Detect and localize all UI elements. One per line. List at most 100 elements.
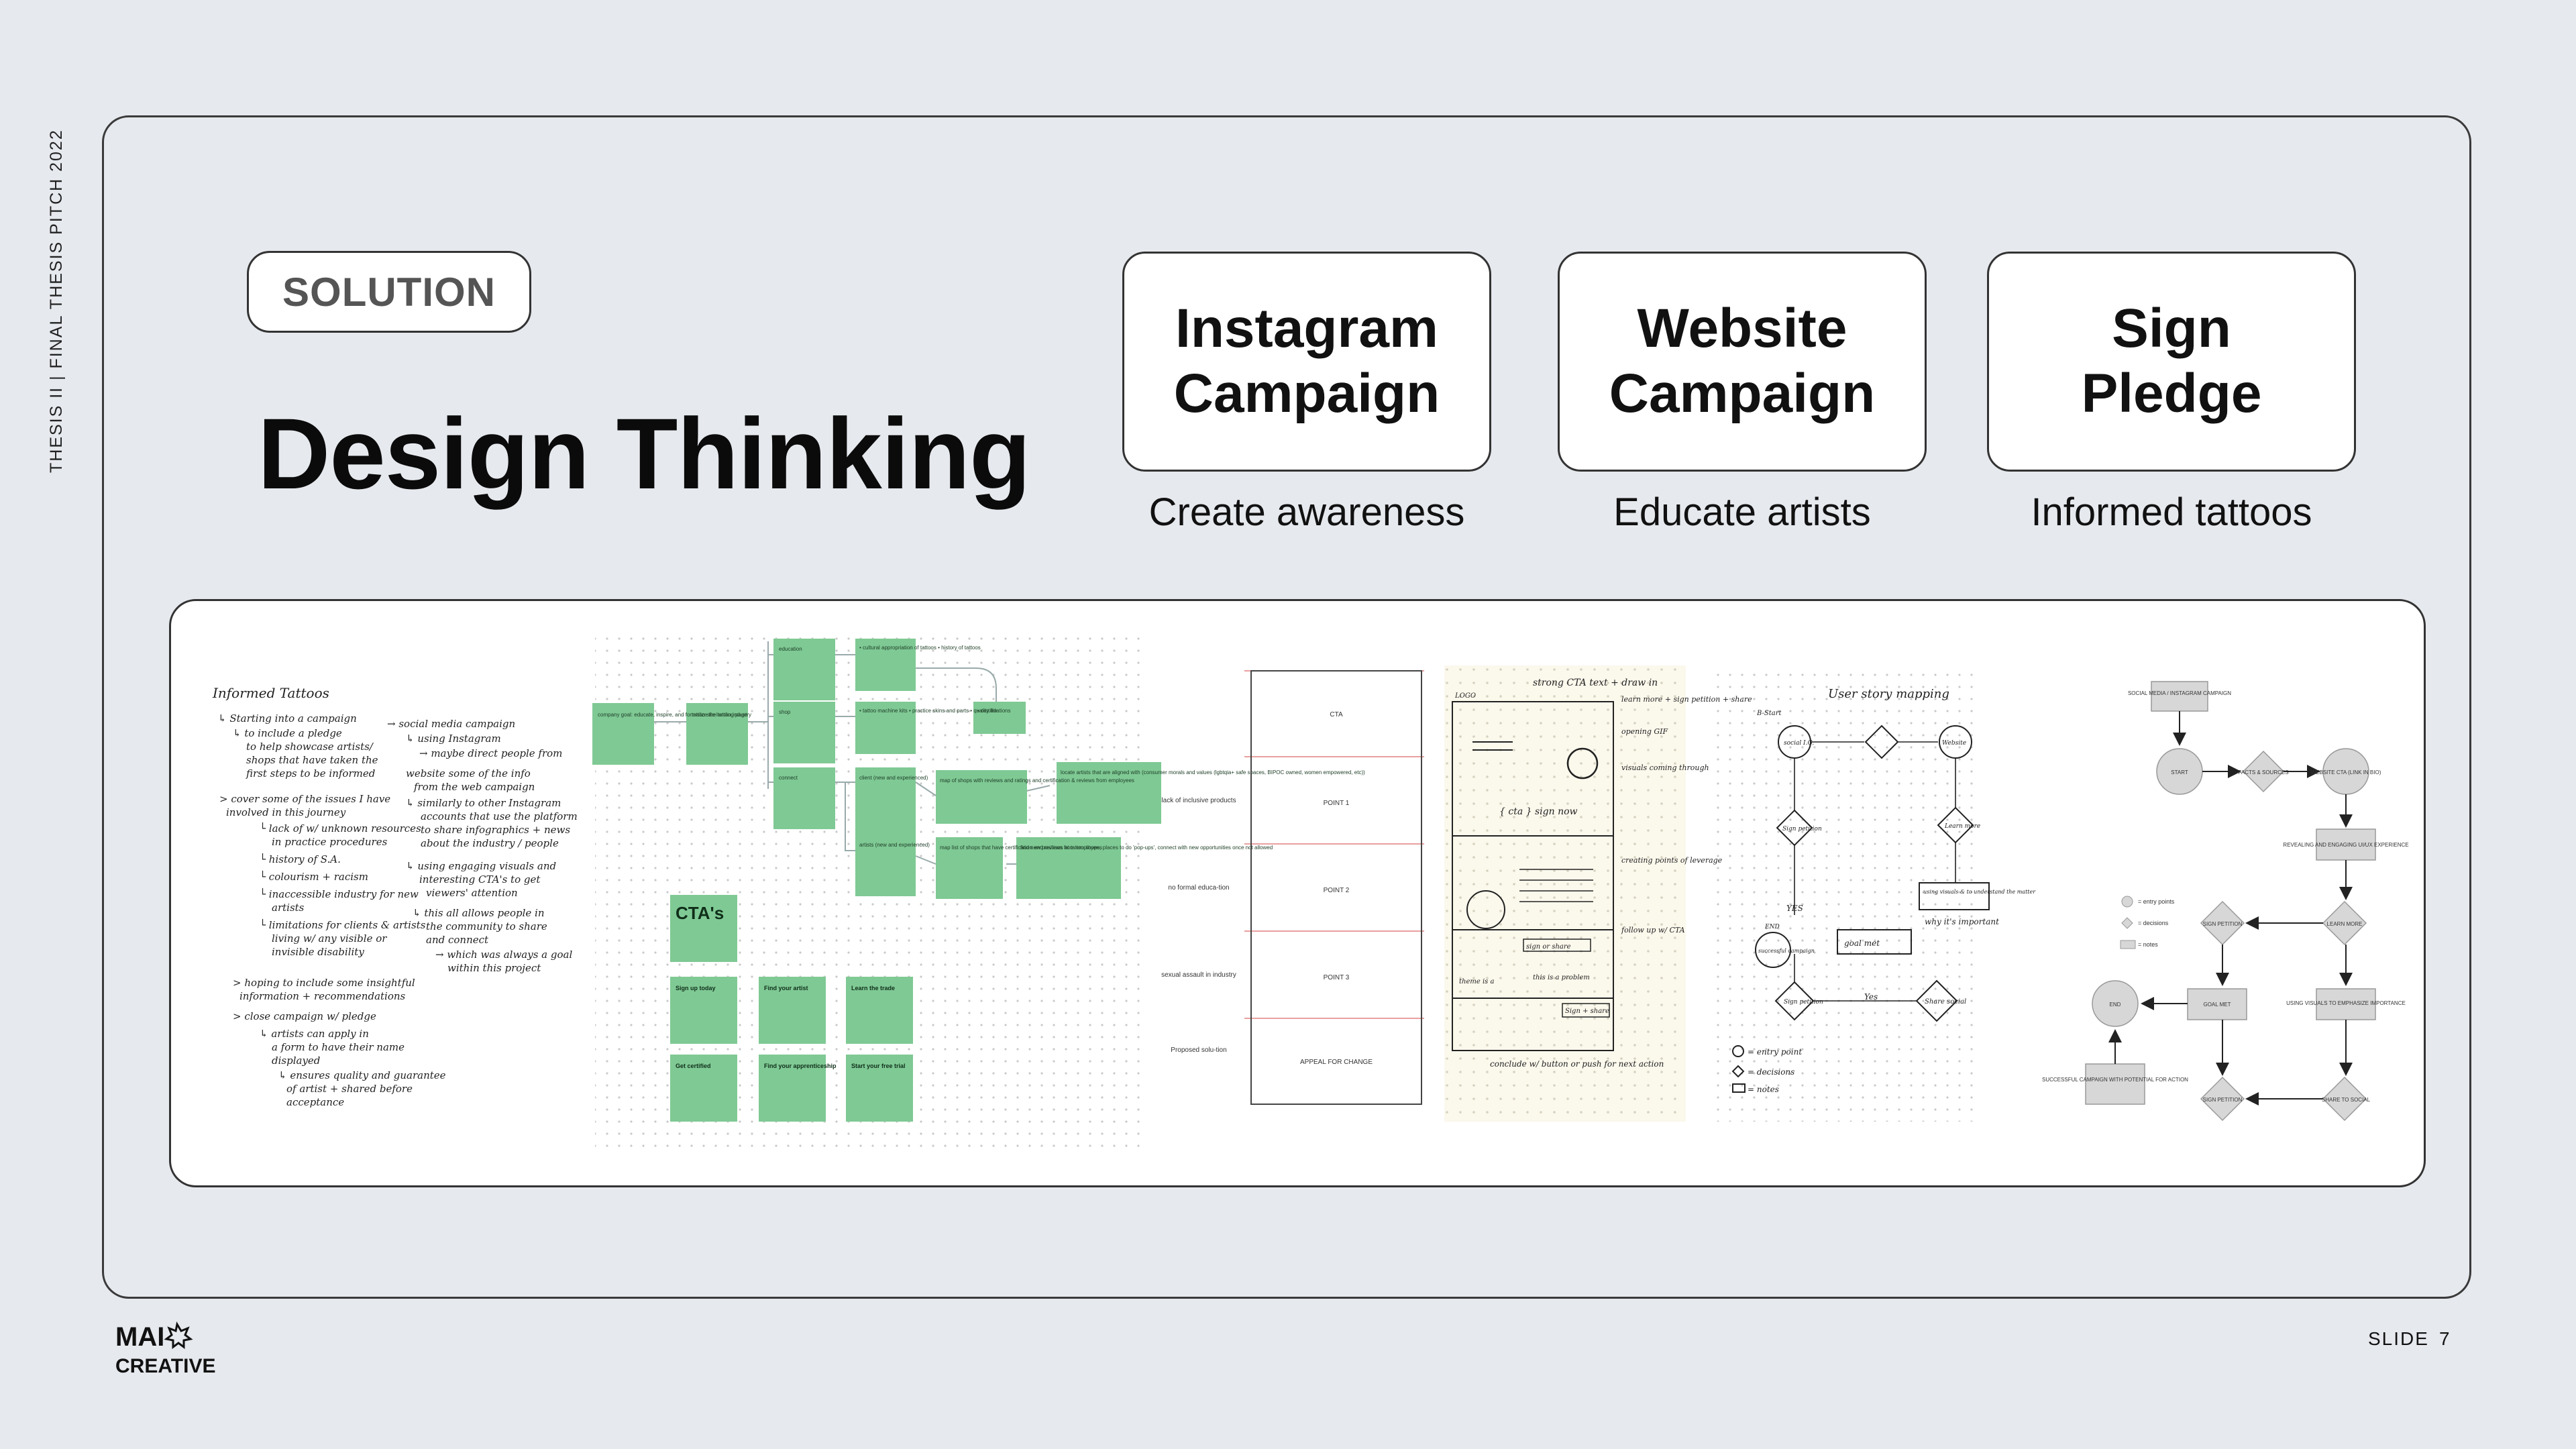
website-sketch: strong CTA text + draw in learn more + s… bbox=[1444, 665, 1752, 1122]
flowchart-legend: = notes bbox=[2138, 941, 2158, 948]
cta-note bbox=[759, 977, 826, 1044]
logo-line2: CREATIVE bbox=[115, 1355, 215, 1377]
notes-col1-line: > hoping to include some insightful bbox=[233, 977, 415, 989]
cta-note bbox=[670, 1055, 737, 1122]
notes-col1-line: ↳ Starting into a campaign bbox=[218, 712, 357, 724]
flow-company-goal: company goal: educate, inspire, and form… bbox=[598, 712, 751, 718]
sketch2-node: goal met bbox=[1844, 938, 1880, 948]
wireframe-label: sexual assault in industry bbox=[1161, 971, 1236, 979]
digital-flowchart: SOCIAL MEDIA / INSTAGRAM CAMPAIGN START … bbox=[2042, 681, 2409, 1122]
notes-col1-line: > close campaign w/ pledge bbox=[233, 1010, 376, 1022]
sticky-note bbox=[855, 767, 916, 843]
sketch2-node: successful campaign bbox=[1758, 948, 1815, 954]
notes-col2-line: → maybe direct people from bbox=[419, 747, 562, 759]
cta-note bbox=[846, 977, 913, 1044]
flow-shop: shop bbox=[779, 709, 791, 715]
sticky-note bbox=[973, 702, 1026, 734]
flow-clients: client (new and experienced) bbox=[859, 775, 928, 781]
notes-col1-line: ↳ to include a pledge bbox=[233, 727, 342, 739]
notes-col2-line: and connect bbox=[426, 934, 489, 946]
notes-col1-line: ↳ ensures quality and guarantee bbox=[278, 1069, 446, 1081]
logo-line1: MAI bbox=[115, 1322, 164, 1352]
flow-certifications: • certifications bbox=[977, 708, 1010, 714]
sticky-note bbox=[936, 770, 1027, 824]
sketch2-node: Learn more bbox=[1944, 823, 1980, 830]
sketch1-note: opening GIF bbox=[1621, 727, 1668, 736]
sketch2-node: social I.G. bbox=[1784, 740, 1814, 747]
card-sign-pledge[interactable]: Sign Pledge bbox=[1987, 252, 2356, 472]
notes-col1-line: living w/ any visible or bbox=[272, 932, 387, 945]
notes-col1-line: involved in this journey bbox=[226, 806, 346, 818]
notes-col2-line: ↳ similarly to other Instagram bbox=[406, 797, 561, 809]
card-website-campaign[interactable]: Website Campaign bbox=[1558, 252, 1927, 472]
slide-number: 7 bbox=[2439, 1328, 2450, 1349]
notes-col1-line: of artist + shared before bbox=[286, 1083, 413, 1095]
sketch1-theme: theme is a bbox=[1459, 978, 1494, 985]
cta-heading-note bbox=[670, 895, 737, 962]
card-instagram-campaign[interactable]: Instagram Campaign bbox=[1122, 252, 1491, 472]
cta-label: Find your artist bbox=[764, 985, 808, 991]
wireframe-outline: CTA POINT 1 POINT 2 POINT 3 APPEAL FOR C… bbox=[1161, 670, 1424, 1105]
flowchart-node: LEARN MORE bbox=[2327, 921, 2363, 927]
notes-col1-line: └ lack of w/ unknown resources bbox=[260, 822, 421, 835]
sketch1-note: visuals coming through bbox=[1621, 763, 1709, 772]
sketch2-node: using visuals & to understand the matter bbox=[1923, 889, 2036, 895]
page-title: Design Thinking bbox=[258, 397, 1031, 510]
wireframe-row: POINT 2 bbox=[1324, 887, 1350, 894]
sticky-note bbox=[592, 703, 654, 765]
caption-instagram-campaign: Create awareness bbox=[1148, 490, 1465, 534]
flowchart-node: GOAL MET bbox=[2203, 1002, 2231, 1008]
flow-map-clients: map of shops with reviews and ratings an… bbox=[940, 777, 1134, 784]
sketch1-note: creating points of leverage bbox=[1621, 856, 1723, 865]
flowchart-legend: = entry points bbox=[2138, 898, 2175, 905]
notes-col2-line: from the web campaign bbox=[413, 781, 535, 793]
sketch2-node: Sign petition bbox=[1782, 826, 1822, 833]
cta-note bbox=[759, 1055, 826, 1122]
sketch2-node: YES bbox=[1786, 904, 1803, 913]
flow-landing: tattoo site landing page bbox=[692, 712, 747, 718]
sticky-note bbox=[855, 639, 916, 691]
sketch1-note: conclude w/ button or push for next acti… bbox=[1490, 1059, 1664, 1069]
sticky-note bbox=[855, 702, 916, 754]
notes-col2-line: website some of the info bbox=[406, 767, 531, 780]
sticky-note bbox=[773, 702, 835, 763]
caption-website-campaign: Educate artists bbox=[1613, 490, 1871, 534]
flowchart-node: REVEALING AND ENGAGING UI/UX EXPERIENCE bbox=[2283, 842, 2408, 848]
notes-col1-line: information + recommendations bbox=[239, 990, 406, 1002]
cta-label: Start your free trial bbox=[851, 1063, 906, 1069]
sketch1-problem: this is a problem bbox=[1533, 974, 1590, 981]
sticky-note bbox=[773, 639, 835, 700]
notes-col2-line: accounts that use the platform bbox=[421, 810, 578, 822]
notes-col1-line: a form to have their name bbox=[272, 1041, 405, 1053]
flowchart-node: SOCIAL MEDIA / INSTAGRAM CAMPAIGN bbox=[2128, 690, 2231, 696]
sticky-note bbox=[773, 767, 835, 829]
sketch1-sign-or: sign or share bbox=[1526, 943, 1571, 951]
flowchart-node: START bbox=[2171, 769, 2188, 775]
sketch1-note: follow up w/ CTA bbox=[1621, 926, 1685, 934]
sketch2-node: B-Start bbox=[1756, 710, 1782, 717]
thesis-side-label: THESIS II | FINAL THESIS PITCH 2022 bbox=[47, 129, 66, 473]
sketch2-legend: = entry point bbox=[1748, 1047, 1802, 1057]
notes-col2-line: about the industry / people bbox=[421, 837, 559, 849]
flow-education: education bbox=[779, 646, 802, 652]
wireframe-label: Proposed solu-tion bbox=[1171, 1046, 1226, 1054]
handwritten-notes: Informed Tattoos ↳ Starting into a campa… bbox=[212, 685, 578, 1108]
notes-col2-line: ↳ this all allows people in bbox=[413, 907, 544, 919]
notes-col1-line: first steps to be informed bbox=[246, 767, 375, 780]
flow-shop-items: • tattoo machine kits • practice skins a… bbox=[859, 708, 998, 714]
sketch1-title: strong CTA text + draw in bbox=[1533, 678, 1658, 688]
cta-note bbox=[846, 1055, 913, 1122]
sketch2-node: END bbox=[1764, 924, 1780, 930]
flowchart-node: USING VISUALS TO EMPHASIZE IMPORTANCE bbox=[2286, 1000, 2406, 1006]
wireframe-label: no formal educa-tion bbox=[1168, 884, 1229, 892]
process-panel: Informed Tattoos ↳ Starting into a campa… bbox=[169, 599, 2426, 1187]
sticky-note bbox=[1057, 762, 1161, 824]
notes-col1-line: > cover some of the issues I have bbox=[219, 793, 390, 805]
sketch2-node: Website bbox=[1942, 740, 1966, 747]
notes-col1-line: acceptance bbox=[286, 1096, 344, 1108]
notes-col2-line: ↳ using engaging visuals and bbox=[406, 860, 556, 872]
sketch2-node: why it's important bbox=[1925, 917, 1999, 926]
notes-col2-line: to share infographics + news bbox=[421, 824, 570, 836]
notes-col1-line: artists bbox=[272, 902, 305, 914]
slide-label: SLIDE bbox=[2368, 1328, 2429, 1349]
